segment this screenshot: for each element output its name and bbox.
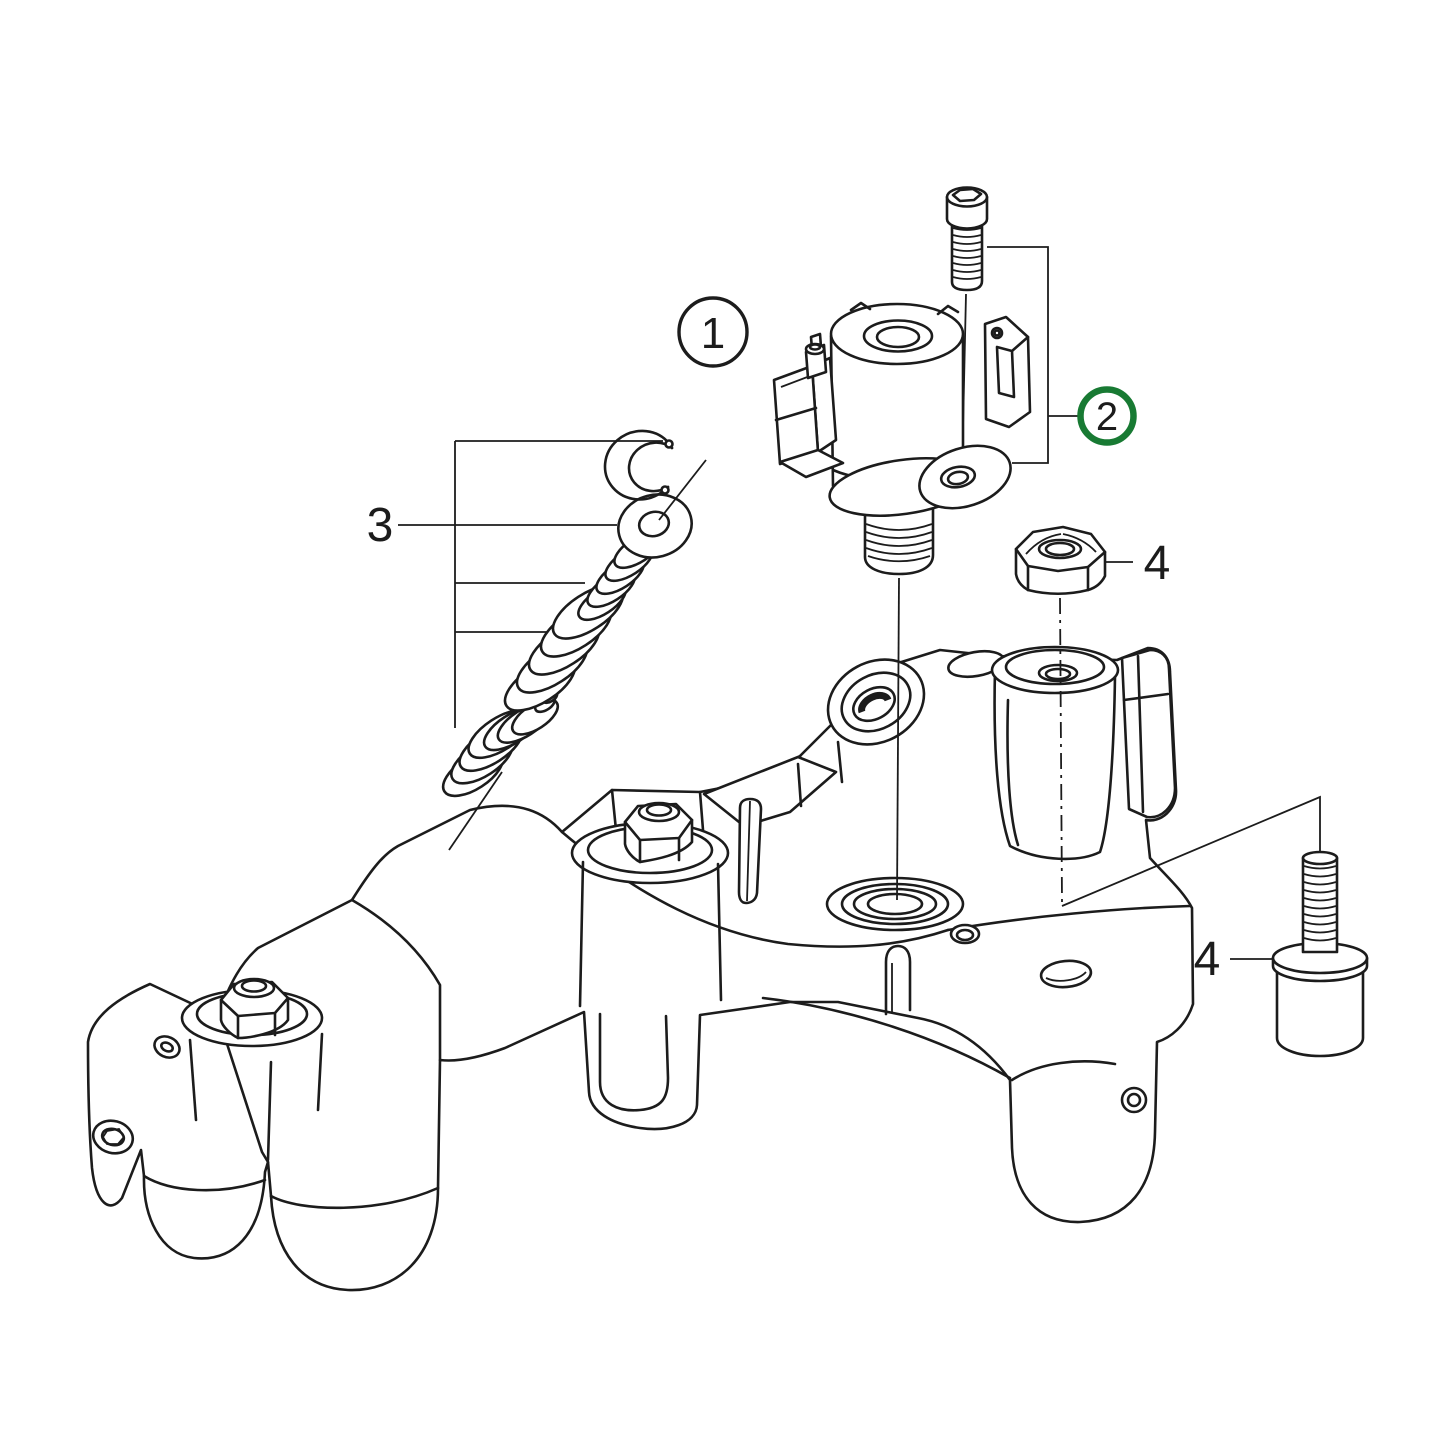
callout-1: 1 — [677, 296, 749, 368]
stud-spacer — [1271, 850, 1369, 1058]
hex-nut — [1014, 525, 1107, 596]
valve-kit-axis-line-lower — [448, 771, 503, 851]
leg-circle-detail — [1120, 1086, 1148, 1114]
solenoid-valve — [772, 301, 1032, 576]
ear-holes — [91, 1035, 181, 1155]
front-hole — [949, 923, 981, 945]
manifold-body — [86, 645, 1195, 1292]
spacer-body — [1275, 966, 1365, 1058]
arm-oval-hole — [1039, 959, 1093, 989]
right-end-slab — [1120, 648, 1177, 819]
callout2-bracket — [987, 246, 1049, 464]
socket-head-screw — [945, 186, 989, 473]
leader-lines — [398, 246, 1321, 960]
stud-leader-line — [1061, 795, 1321, 907]
callout-1-circle — [677, 296, 749, 368]
manifold-silhouette — [86, 646, 1195, 1292]
stud-threads — [1301, 850, 1339, 954]
valve-kit-axis-line-upper — [658, 459, 707, 521]
callout-2-label: 2 — [1096, 395, 1118, 439]
left-boss-hex-bolt — [180, 977, 324, 1122]
nut-axis-dashdot-line — [1059, 597, 1063, 903]
callout-2: 2 — [1077, 386, 1137, 446]
mounting-flange — [828, 444, 1012, 517]
label-3: 3 — [367, 499, 394, 552]
u-notch — [884, 944, 912, 1016]
washer — [617, 493, 693, 559]
callout-2-circle — [1077, 386, 1137, 446]
valve-kit — [441, 429, 707, 798]
label-4-nut: 4 — [1144, 537, 1171, 590]
solenoid-axis-line — [896, 577, 900, 901]
mid-boss-hex-bolt — [570, 801, 730, 1008]
center-bore — [825, 876, 965, 932]
connector — [772, 332, 845, 479]
right-bracket — [983, 315, 1032, 429]
valve-piston — [441, 689, 560, 798]
eye-boss — [826, 658, 926, 746]
threaded-boss — [990, 645, 1120, 861]
label-4-stud: 4 — [1194, 933, 1221, 986]
roll-pin — [737, 797, 763, 905]
hex-socket — [951, 187, 983, 203]
circlip — [603, 429, 674, 501]
callout-1-label: 1 — [701, 309, 725, 358]
wing-plate — [702, 755, 838, 828]
small-spring — [577, 530, 663, 622]
